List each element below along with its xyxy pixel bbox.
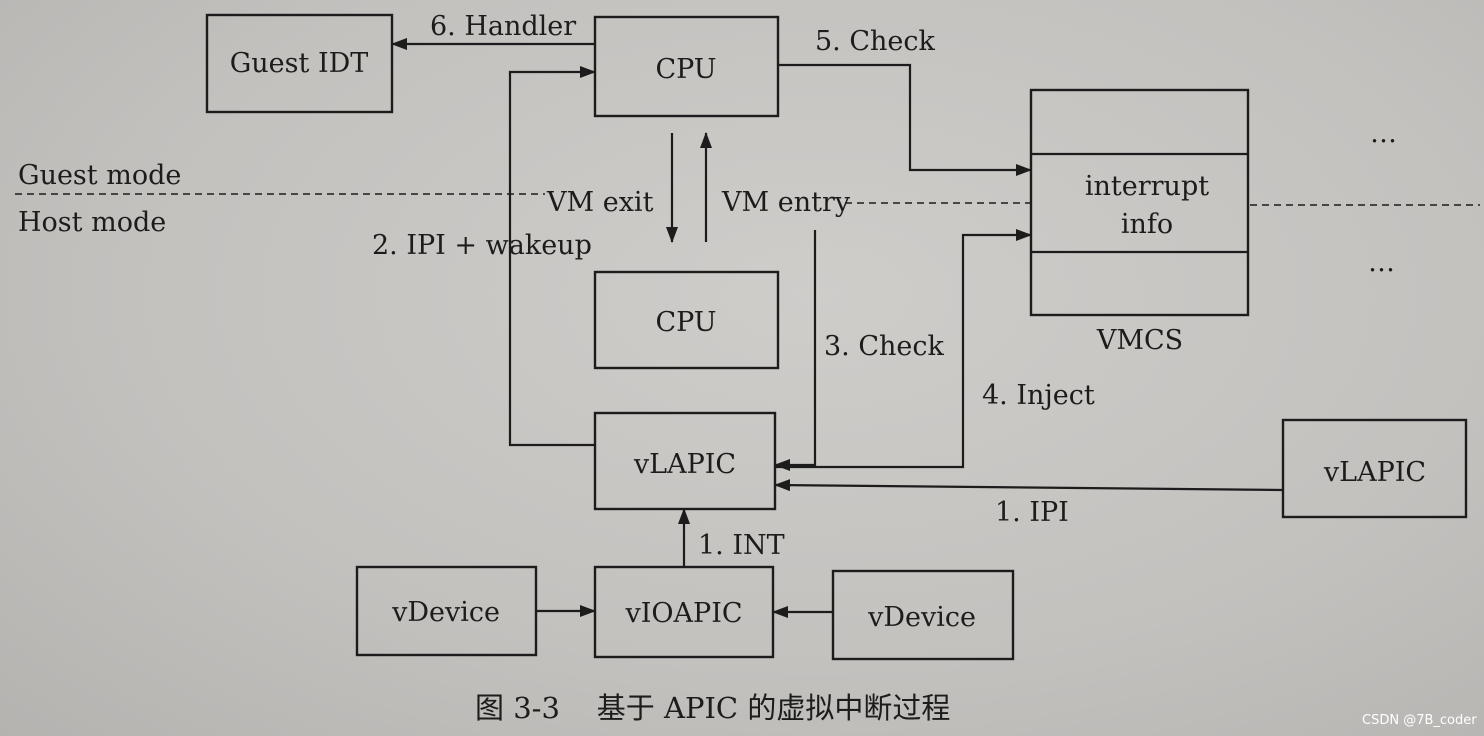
vlapic-remote-label: vLAPIC [1323,457,1426,488]
cpu-guest-label: CPU [655,54,716,85]
cpu-host-box [593,270,780,370]
text-line: info [1121,209,1173,240]
ipi1-label: 1. IPI [995,497,1069,528]
check3-arrow [774,230,817,471]
watermark: CSDN @7B_coder [1362,713,1477,728]
vm-entry-label: VM entry [721,187,851,218]
inject-arrow [775,229,1032,469]
vdevice-right-box [831,569,1015,661]
vlapic-remote-box [1281,418,1468,519]
guest-idt-box [205,13,394,114]
text-line: interrupt [1085,171,1209,202]
vioapic-label: vIOAPIC [624,598,742,629]
guest-idt-label: Guest IDT [230,48,369,79]
ipi1-arrow [774,479,1284,492]
vlapic-main-label: vLAPIC [633,449,736,480]
check5-arrow [778,63,1032,176]
guest-mode-label: Guest mode [18,160,181,191]
check5-label: 5. Check [815,26,935,57]
ellipsis-bottom: … [1368,247,1395,278]
cpu-host-label: CPU [655,307,716,338]
ipi-wakeup-label: 2. IPI + wakeup [372,230,592,261]
ipi-wakeup-arrow [508,66,596,447]
vmcs-box [1029,88,1250,317]
vmcs-interrupt-info-label: interrupt info [1085,171,1209,240]
host-mode-label: Host mode [18,207,166,238]
vm-exit-label: VM exit [546,187,654,218]
figure-caption: 图 3-3 基于 APIC 的虚拟中断过程 [475,691,950,725]
vdevice-right-label: vDevice [867,602,976,633]
check3-label: 3. Check [824,331,944,362]
vdevice-left-label: vDevice [391,597,500,628]
ellipsis-top: … [1370,118,1397,149]
inject-label: 4. Inject [982,380,1095,411]
int1-label: 1. INT [698,530,785,561]
vmcs-label: VMCS [1096,325,1183,356]
handler-label: 6. Handler [430,11,576,42]
